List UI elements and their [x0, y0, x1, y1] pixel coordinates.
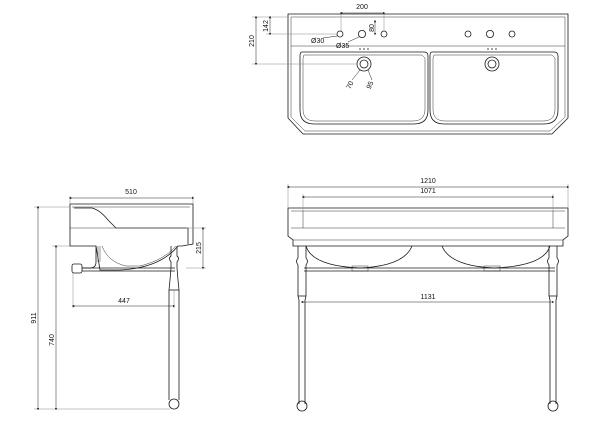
waste-outlets [356, 56, 500, 72]
dim-plan-tap-depth: 142 [263, 20, 270, 32]
dim-waste-left: 70 [346, 80, 356, 90]
tap-holes [336, 29, 516, 38]
dim-plan-tap-offset: 80 [369, 24, 376, 32]
dim-plan-depth: 210 [249, 35, 256, 47]
dim-side-basin-height: 215 [196, 242, 203, 254]
dim-side-leg-offset: 447 [118, 298, 130, 305]
dim-front-leg-span: 1131 [420, 294, 435, 301]
plan-view: 200 80 210 142 Ø30 Ø35 70 95 [249, 4, 569, 135]
front-view: 1210 1071 1131 [286, 178, 570, 412]
dim-front-overall: 1210 [420, 178, 436, 185]
dim-side-depth: 510 [125, 189, 137, 196]
dim-hole-small: Ø30 [311, 38, 324, 45]
dim-side-total-height: 911 [31, 312, 38, 323]
dim-plan-overall: 200 [356, 4, 368, 11]
dim-hole-large: Ø35 [336, 43, 349, 50]
dim-front-inner: 1071 [420, 188, 436, 195]
side-view: 510 215 447 911 740 [31, 189, 206, 411]
dim-side-rim-height: 740 [49, 334, 56, 346]
dim-waste-right: 95 [366, 80, 376, 90]
